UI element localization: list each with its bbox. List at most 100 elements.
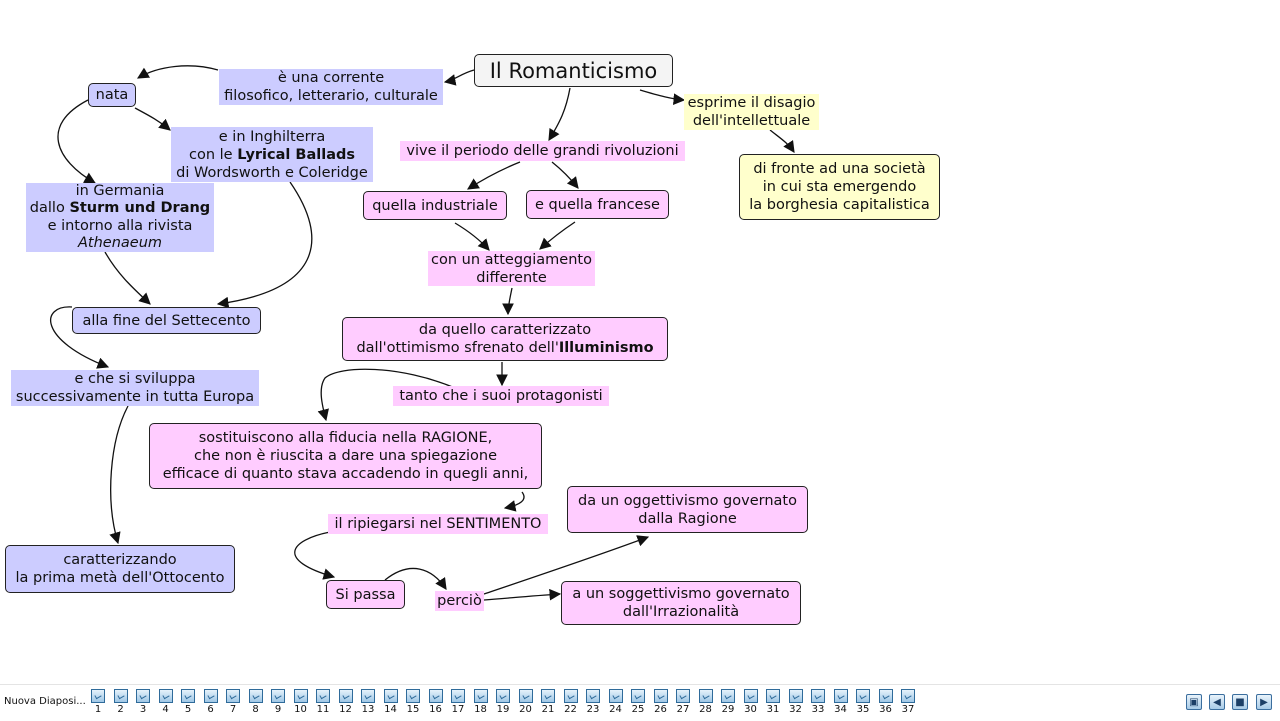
corrente-line-2: filosofico, letterario, culturale xyxy=(224,88,438,104)
germania-line-3: e intorno alla rivista xyxy=(47,217,193,234)
slide-thumb-28[interactable]: 28 xyxy=(698,689,714,717)
slide-thumb-25[interactable]: 25 xyxy=(630,689,646,717)
slide-thumb-12[interactable]: 12 xyxy=(338,689,354,717)
link-ragione-sentimento xyxy=(503,491,525,512)
node-sviluppa[interactable]: e che si sviluppa successivamente in tut… xyxy=(11,370,259,406)
link-nata-germania xyxy=(57,99,97,184)
slide-number: 22 xyxy=(564,704,577,715)
node-ottocento[interactable]: caratterizzando la prima metà dell'Ottoc… xyxy=(5,545,235,593)
atteggiamento-line-2: differente xyxy=(476,269,547,286)
slide-number: 26 xyxy=(654,704,667,715)
map-title[interactable]: Il Romanticismo xyxy=(474,54,673,87)
slide-thumb-26[interactable]: 26 xyxy=(653,689,669,717)
connector-layer xyxy=(50,65,795,601)
slide-thumb-17[interactable]: 17 xyxy=(450,689,466,717)
node-germania[interactable]: in Germania dallo Sturm und Drang e into… xyxy=(26,183,214,252)
node-francese[interactable]: e quella francese xyxy=(526,190,669,219)
node-corrente[interactable]: è una corrente filosofico, letterario, c… xyxy=(219,69,443,105)
slide-thumb-24[interactable]: 24 xyxy=(608,689,624,717)
slide-thumb-4[interactable]: 4 xyxy=(158,689,174,717)
slide-icon xyxy=(541,689,555,703)
slide-thumb-34[interactable]: 34 xyxy=(833,689,849,717)
node-rivoluzioni[interactable]: vive il periodo delle grandi rivoluzioni xyxy=(400,141,685,161)
slide-icon xyxy=(631,689,645,703)
node-soggettivismo[interactable]: a un soggettivismo governato dall'Irrazi… xyxy=(561,581,801,625)
prev-icon[interactable]: ◀ xyxy=(1209,694,1225,710)
slide-number: 6 xyxy=(207,704,214,715)
slide-number: 3 xyxy=(139,704,147,715)
slide-thumb-29[interactable]: 29 xyxy=(720,689,736,717)
slide-icon xyxy=(451,689,465,703)
node-atteggiamento[interactable]: con un atteggiamento differente xyxy=(428,251,595,286)
slide-number: 33 xyxy=(811,704,825,715)
slide-number: 35 xyxy=(856,704,870,715)
slide-number: 34 xyxy=(834,704,847,715)
slide-thumb-35[interactable]: 35 xyxy=(855,689,871,717)
slide-icon xyxy=(811,689,825,703)
slide-number: 37 xyxy=(901,704,915,715)
slide-thumb-16[interactable]: 16 xyxy=(428,689,444,717)
slide-icon xyxy=(743,689,758,703)
slide-thumb-32[interactable]: 32 xyxy=(788,689,804,717)
node-protagonisti[interactable]: tanto che i suoi protagonisti xyxy=(393,386,609,406)
node-illuminismo[interactable]: da quello caratterizzato dall'ottimismo … xyxy=(342,317,668,361)
node-societa[interactable]: di fronte ad una società in cui sta emer… xyxy=(739,154,940,220)
slide-thumb-9[interactable]: 9 xyxy=(270,689,286,717)
inghilterra-line-3: di Wordsworth e Coleridge xyxy=(176,164,368,181)
societa-line-2: in cui sta emergendo xyxy=(762,179,917,195)
slide-thumb-18[interactable]: 18 xyxy=(473,689,489,717)
link-title-disagio xyxy=(639,89,686,105)
slide-icon xyxy=(473,689,488,703)
slide-thumb-8[interactable]: 8 xyxy=(248,689,264,717)
slide-thumb-6[interactable]: 6 xyxy=(203,689,219,717)
node-sentimento[interactable]: il ripiegarsi nel SENTIMENTO xyxy=(328,514,548,534)
slide-thumb-37[interactable]: 37 xyxy=(900,689,916,717)
slide-thumb-11[interactable]: 11 xyxy=(315,689,331,717)
slide-number: 17 xyxy=(451,704,465,715)
slide-icon xyxy=(496,689,510,703)
slide-thumb-21[interactable]: 21 xyxy=(540,689,556,717)
stop-icon[interactable]: ■ xyxy=(1232,694,1248,710)
slide-thumb-19[interactable]: 19 xyxy=(495,689,511,717)
slide-thumb-31[interactable]: 31 xyxy=(765,689,781,717)
node-disagio[interactable]: esprime il disagio dell'intellettuale xyxy=(684,94,819,130)
slide-thumb-20[interactable]: 20 xyxy=(518,689,534,717)
node-settecento[interactable]: alla fine del Settecento xyxy=(72,307,261,334)
slide-number: 20 xyxy=(519,704,532,715)
inghilterra-line-1: e in Inghilterra xyxy=(218,128,326,145)
node-nata[interactable]: nata xyxy=(88,83,136,107)
slide-thumb-22[interactable]: 22 xyxy=(563,689,579,717)
slide-icon xyxy=(518,689,533,703)
slide-thumb-3[interactable]: 3 xyxy=(135,689,151,717)
slide-number: 18 xyxy=(474,704,487,715)
node-percio[interactable]: perciò xyxy=(435,591,484,611)
slide-icon xyxy=(181,689,195,703)
slide-thumb-27[interactable]: 27 xyxy=(675,689,691,717)
slide-thumb-36[interactable]: 36 xyxy=(878,689,894,717)
slide-thumb-33[interactable]: 33 xyxy=(810,689,826,717)
link-disagio-societa xyxy=(769,129,795,153)
node-industriale[interactable]: quella industriale xyxy=(363,191,507,220)
slide-number: 15 xyxy=(406,704,420,715)
slide-thumb-1[interactable]: 1 xyxy=(90,689,106,717)
slide-thumb-14[interactable]: 14 xyxy=(383,689,399,717)
sviluppa-line-2: successivamente in tutta Europa xyxy=(15,389,255,405)
slide-thumb-15[interactable]: 15 xyxy=(405,689,421,717)
slide-number: 2 xyxy=(117,704,124,715)
slide-thumb-30[interactable]: 30 xyxy=(743,689,759,717)
slide-thumb-13[interactable]: 13 xyxy=(360,689,376,717)
node-inghilterra[interactable]: e in Inghilterra con le Lyrical Ballads … xyxy=(171,127,373,182)
germania-line-1: in Germania xyxy=(75,182,165,199)
next-icon[interactable]: ▶ xyxy=(1256,694,1272,710)
node-si-passa[interactable]: Si passa xyxy=(326,580,405,609)
node-oggettivismo[interactable]: da un oggettivismo governato dalla Ragio… xyxy=(567,486,808,533)
slide-thumb-2[interactable]: 2 xyxy=(113,689,129,717)
slide-thumb-5[interactable]: 5 xyxy=(180,689,196,717)
slide-thumb-23[interactable]: 23 xyxy=(585,689,601,717)
node-ragione[interactable]: sostituiscono alla fiducia nella RAGIONE… xyxy=(149,423,542,489)
slide-icon xyxy=(676,689,690,703)
slide-number: 5 xyxy=(184,704,192,715)
slide-thumb-7[interactable]: 7 xyxy=(225,689,241,717)
slide-thumb-10[interactable]: 10 xyxy=(293,689,309,717)
fit-icon[interactable]: ▣ xyxy=(1186,694,1202,710)
